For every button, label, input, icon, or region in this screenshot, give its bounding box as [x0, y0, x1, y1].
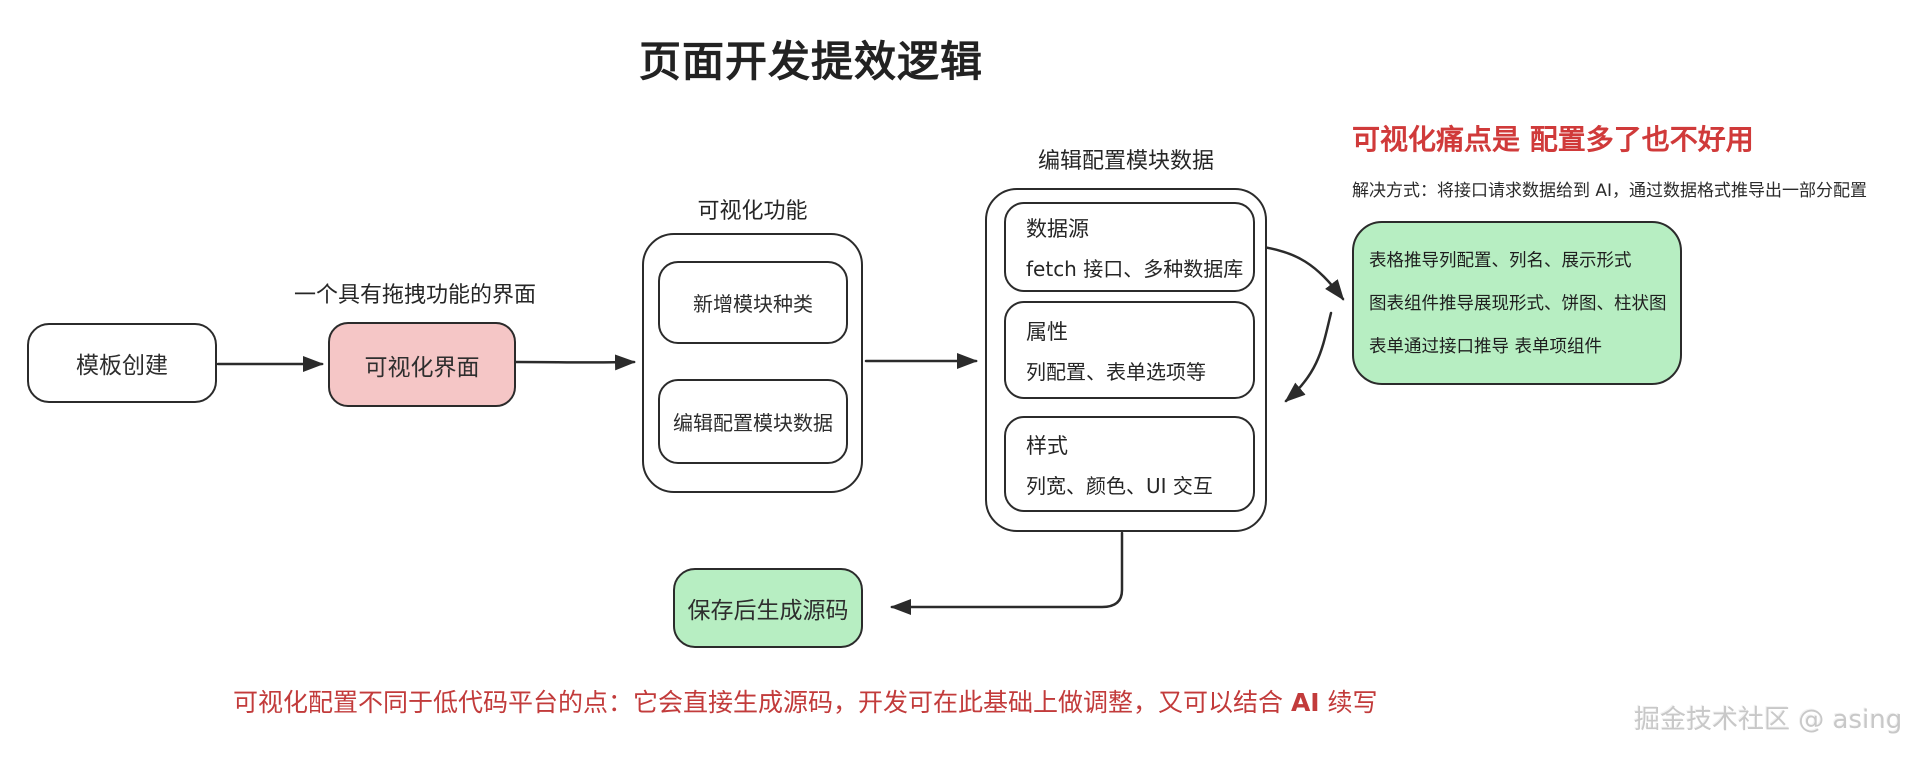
watermark: 掘金技术社区 @ asing: [1634, 705, 1903, 735]
node-edit-module-data: 编辑配置模块数据: [658, 379, 848, 464]
container-visual-features: 新增模块种类 编辑配置模块数据: [642, 233, 863, 493]
node-styles-title: 样式: [1026, 433, 1068, 458]
node-datasource-desc: fetch 接口、多种数据库: [1026, 256, 1244, 281]
footer-note-text: 可视化配置不同于低代码平台的点：它会直接生成源码，开发可在此基础上做调整，又可以…: [233, 688, 1291, 717]
node-visual-ui: 可视化界面: [328, 322, 516, 407]
pain-point-heading: 可视化痛点是 配置多了也不好用: [1352, 123, 1754, 156]
node-edit-module-data-label: 编辑配置模块数据: [673, 411, 833, 435]
page-title: 页面开发提效逻辑: [638, 37, 983, 86]
caption-drag-ui: 一个具有拖拽功能的界面: [294, 283, 537, 308]
arrow-datasource-to-ai: [1255, 244, 1345, 301]
node-template-create-label: 模板创建: [76, 353, 168, 379]
footer-note-suffix: 续写: [1319, 688, 1378, 717]
ai-inference-line-form: 表单通过接口推导 表单项组件: [1369, 337, 1603, 357]
container-edit-config: 数据源 fetch 接口、多种数据库 属性 列配置、表单选项等 样式 列宽、颜色…: [985, 188, 1267, 532]
footer-note-ai: AI: [1290, 688, 1320, 717]
node-attributes-desc: 列配置、表单选项等: [1026, 359, 1206, 384]
label-edit-config: 编辑配置模块数据: [1037, 149, 1214, 174]
node-save-generate: 保存后生成源码: [673, 568, 863, 648]
node-styles-desc: 列宽、颜色、UI 交互: [1026, 473, 1213, 498]
node-save-generate-label: 保存后生成源码: [687, 598, 849, 624]
solution-text: 解决方式：将接口请求数据给到 AI，通过数据格式推导出一部分配置: [1352, 181, 1868, 201]
label-visual-features: 可视化功能: [697, 199, 808, 224]
node-visual-ui-label: 可视化界面: [364, 354, 480, 381]
node-template-create: 模板创建: [27, 323, 217, 403]
node-attributes-title: 属性: [1026, 319, 1068, 344]
node-add-module-type: 新增模块种类: [658, 261, 848, 344]
arrow-ai-to-editconfig: [1284, 311, 1333, 403]
ai-inference-line-chart: 图表组件推导展现形式、饼图、柱状图: [1369, 294, 1667, 314]
node-datasource: 数据源 fetch 接口、多种数据库: [1004, 202, 1255, 292]
ai-inference-line-table: 表格推导列配置、列名、展示形式: [1369, 251, 1632, 271]
node-ai-inference: 表格推导列配置、列名、展示形式 图表组件推导展现形式、饼图、柱状图 表单通过接口…: [1352, 221, 1682, 385]
footer-note: 可视化配置不同于低代码平台的点：它会直接生成源码，开发可在此基础上做调整，又可以…: [233, 683, 1378, 719]
node-add-module-type-label: 新增模块种类: [693, 292, 813, 316]
node-attributes: 属性 列配置、表单选项等: [1004, 301, 1255, 399]
arrow-editconfig-to-save: [890, 531, 1124, 615]
node-styles: 样式 列宽、颜色、UI 交互: [1004, 416, 1255, 512]
node-datasource-title: 数据源: [1026, 216, 1089, 241]
